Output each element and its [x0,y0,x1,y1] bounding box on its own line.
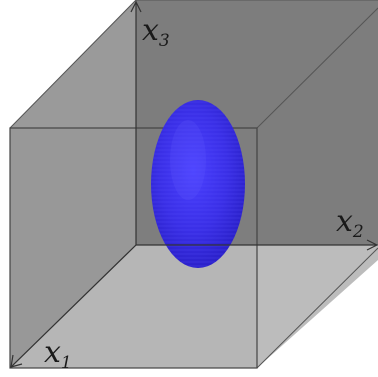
axis-label-x2: x2 [336,204,364,242]
floor [10,245,378,368]
left-edge-top [9,0,137,129]
ellipsoid [151,100,245,268]
axis-x3 [130,0,142,245]
axis-x2 [136,239,378,251]
left-wall [10,0,136,368]
right-edge-top [256,7,378,129]
axis-label-x1: x1 [44,335,72,373]
axis-label-x3: x3 [142,13,170,51]
right-edge-bottom [256,247,378,369]
axis-x1 [10,244,137,368]
